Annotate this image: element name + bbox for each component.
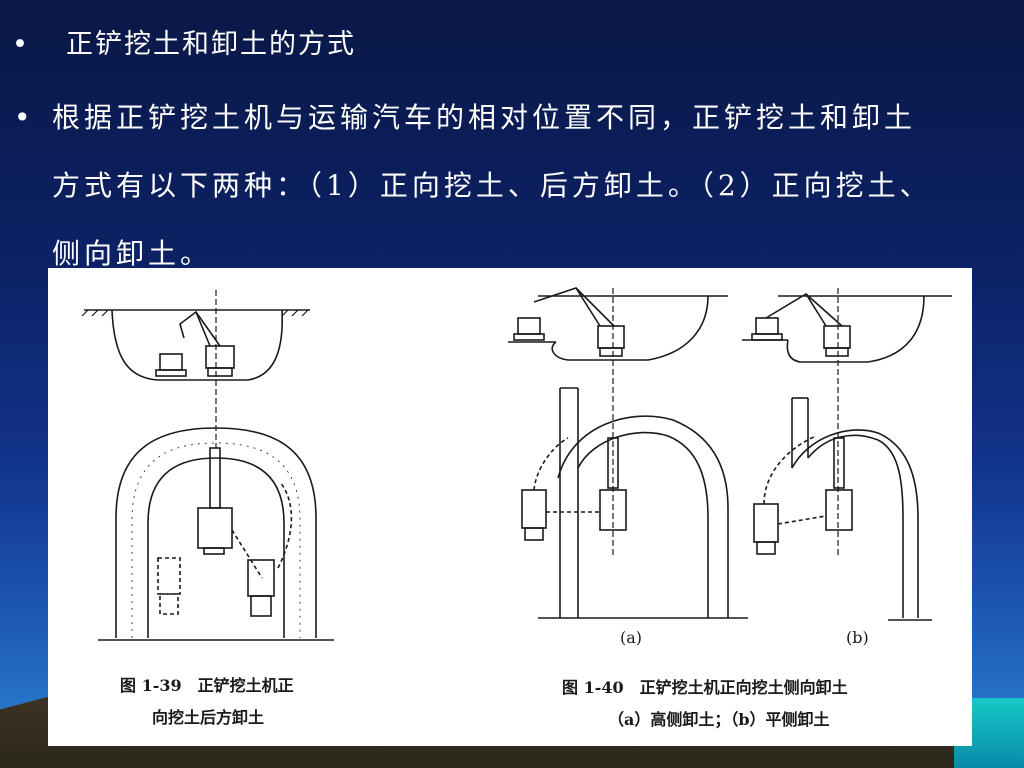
- figure-b-plan: [753, 397, 932, 621]
- figure-a-section: [508, 287, 728, 361]
- figure-a-plan: [521, 387, 748, 619]
- right-caption-line1: 图 1-40 正铲挖土机正向挖土侧向卸土: [562, 678, 848, 697]
- left-plan-view: [98, 427, 334, 641]
- left-section-view: [81, 309, 310, 381]
- paragraph-text: 根据正铲挖土机与运输汽车的相对位置不同，正铲挖土和卸土方式有以下两种：（1）正向…: [52, 101, 932, 270]
- right-caption-line2: （a）高侧卸土；（b）平侧卸土: [608, 710, 830, 729]
- paragraph-bullet: •: [14, 101, 35, 134]
- slide-title: • 正铲挖土和卸土的方式: [12, 22, 356, 61]
- figure-b-section: [742, 292, 952, 363]
- left-caption-line2: 向挖土后方卸土: [152, 708, 265, 727]
- figure-label-b: (b): [846, 628, 869, 647]
- excavation-diagram: [81, 287, 952, 641]
- excavation-figure: (a) (b) 图 1-39 正铲挖土机正 向挖土后方卸土 图 1-40 正铲挖…: [48, 268, 972, 746]
- left-caption-line1: 图 1-39 正铲挖土机正: [120, 676, 294, 695]
- figure-label-a: (a): [620, 628, 643, 647]
- slide-paragraph: • 根据正铲挖土机与运输汽车的相对位置不同，正铲挖土和卸土方式有以下两种：（1）…: [14, 84, 944, 288]
- title-text: 正铲挖土和卸土的方式: [66, 29, 356, 60]
- title-bullet: •: [12, 29, 30, 60]
